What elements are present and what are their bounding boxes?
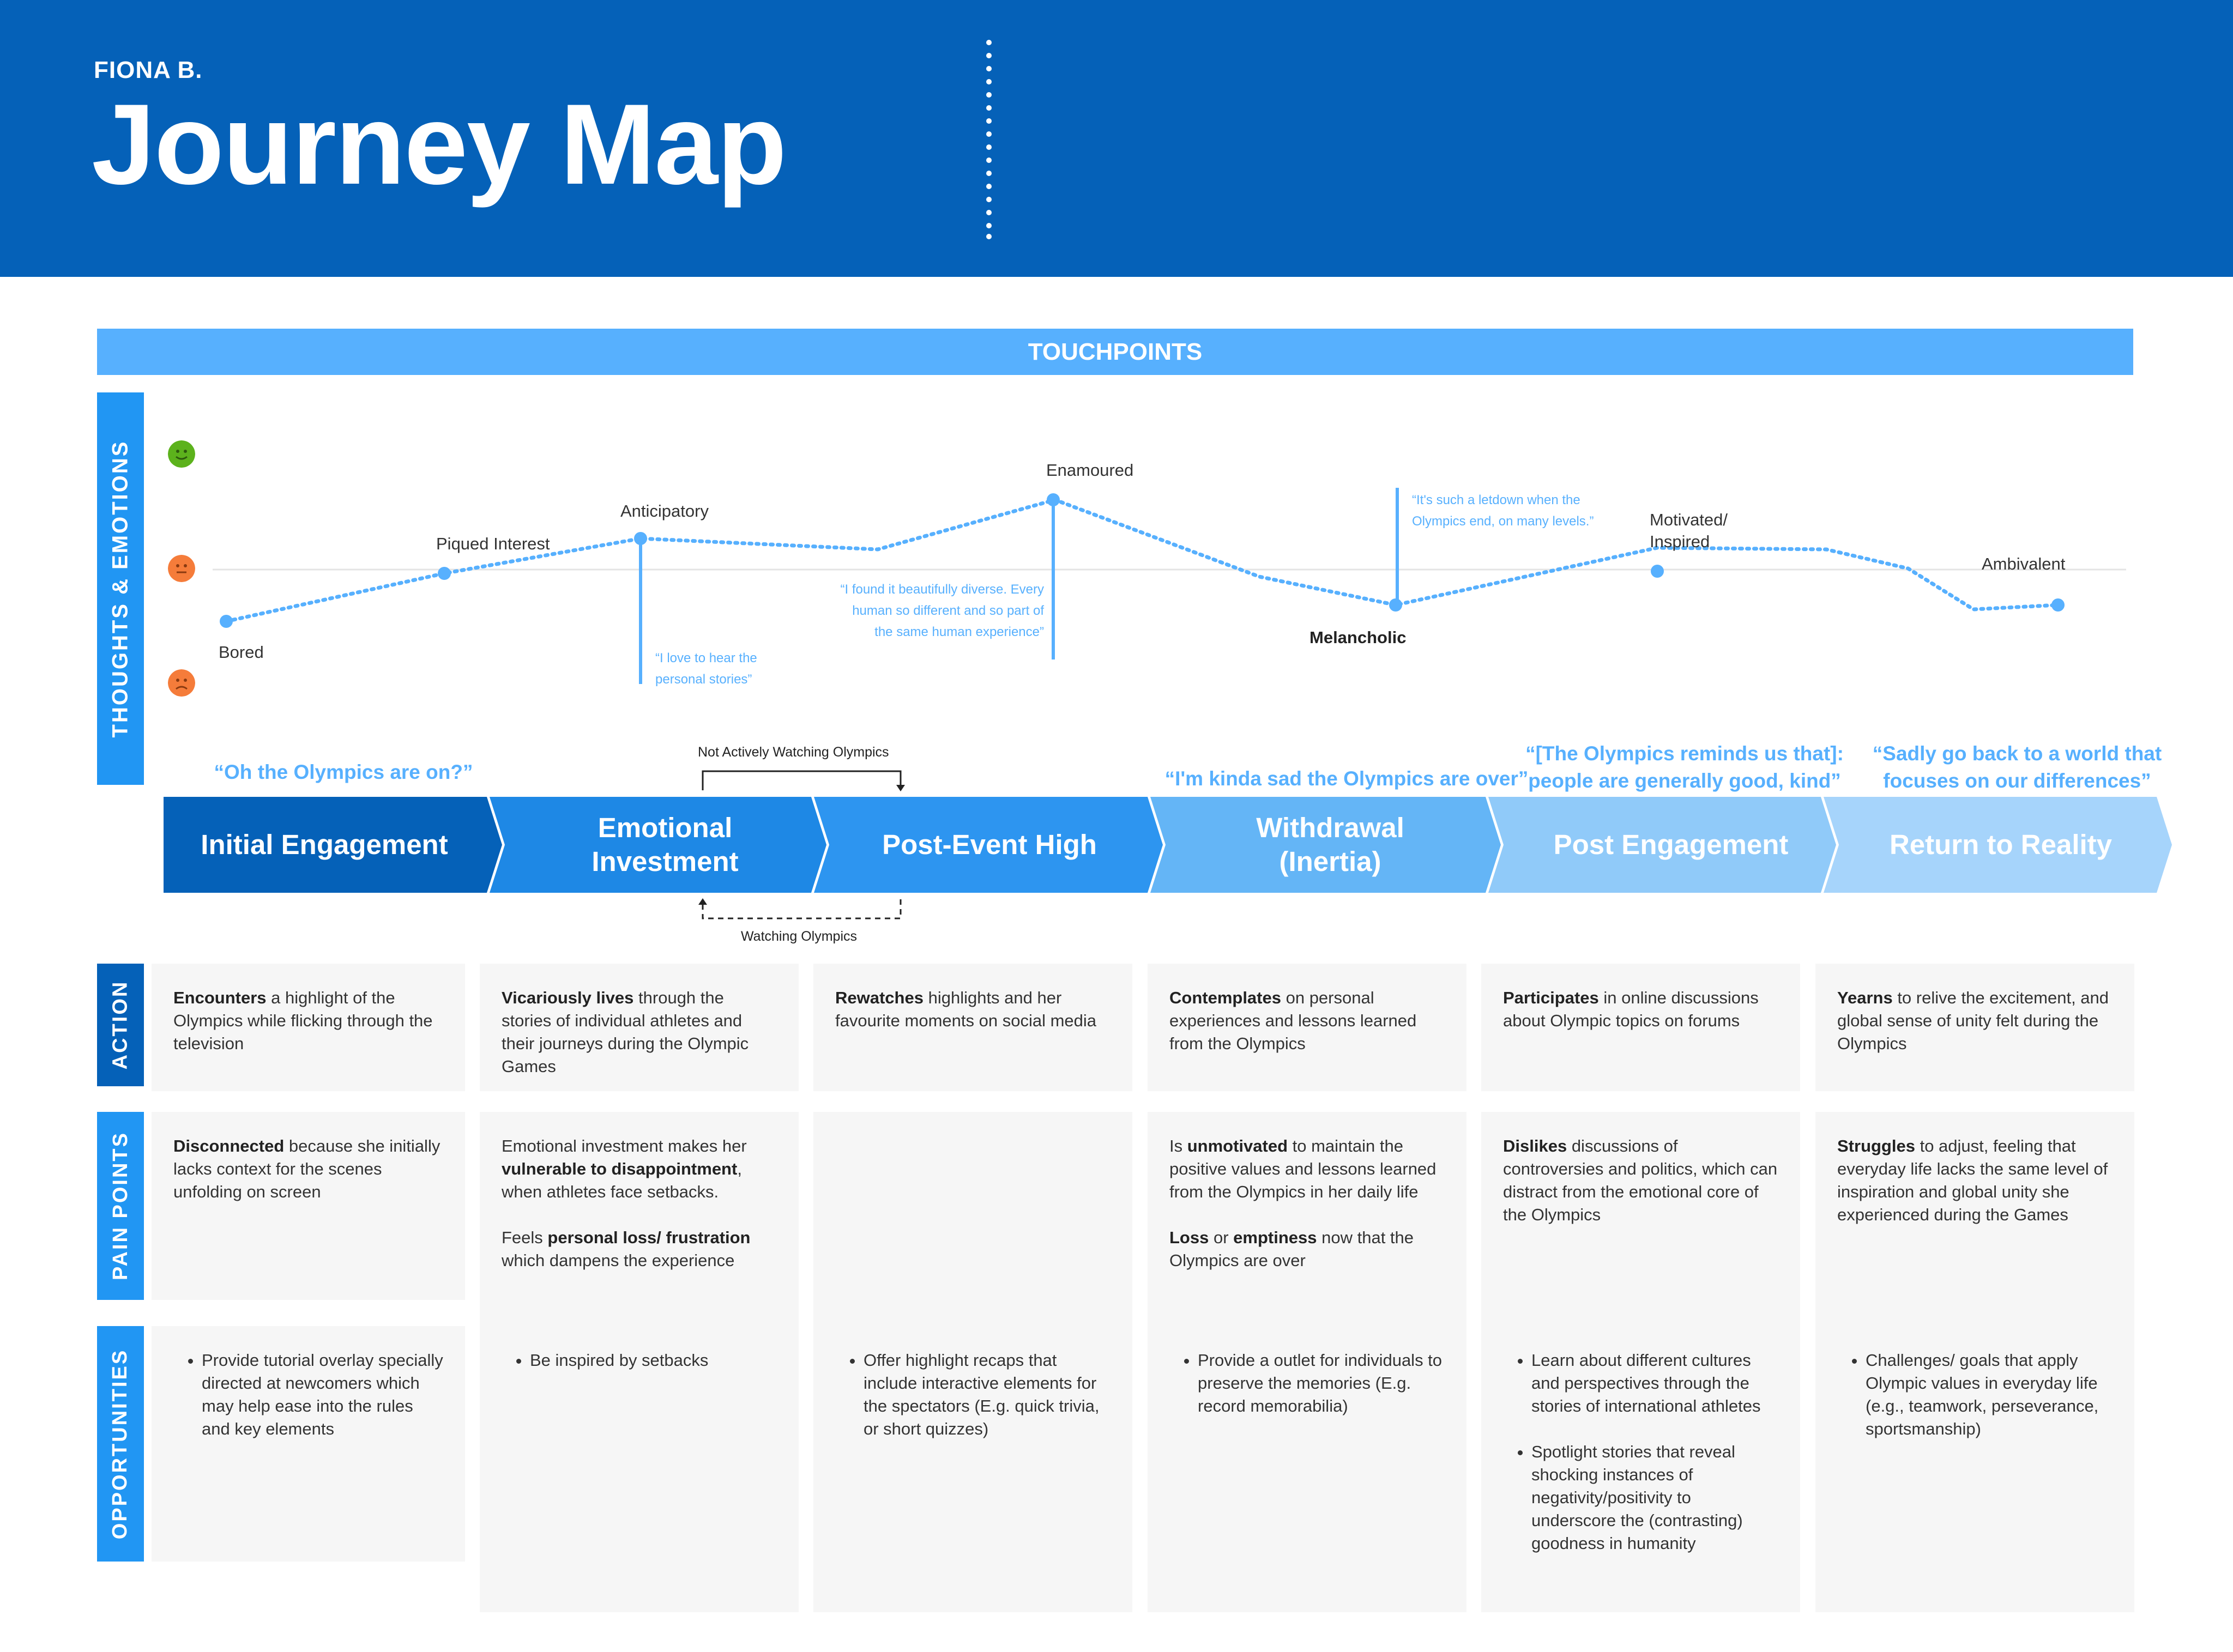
opportunity-item: Challenges/ goals that apply Olympic val… — [1866, 1349, 2113, 1441]
pain-text: to maintain the positive values and less… — [1169, 1136, 1437, 1201]
pain-text: discussions of controversies and politic… — [1503, 1136, 1778, 1224]
pain-text: Emotional investment makes her — [502, 1136, 747, 1155]
pain-text: , when athletes face setbacks. — [502, 1159, 742, 1201]
stage-return-to-reality: Return to Reality — [1889, 829, 2113, 860]
pain-cell-empty — [813, 1112, 1132, 1330]
opportunity-item: Be inspired by setbacks — [530, 1349, 777, 1372]
pain-text: which dampens the experience — [502, 1251, 735, 1270]
row-label-opportunities-text: OPPORTUNITIES — [108, 1348, 132, 1539]
action-text: to relive the excitement, and global sen… — [1837, 988, 2109, 1053]
action-verb: Rewatches — [835, 988, 924, 1007]
emotion-label: Motivated/ Inspired — [1650, 510, 1728, 551]
action-verb: Participates — [1503, 988, 1599, 1007]
sad-face-icon — [168, 669, 195, 697]
action-cell: Participates in online discussions about… — [1481, 964, 1800, 1091]
action-cell: Vicariously lives through the stories of… — [480, 964, 799, 1091]
pain-keyword: unmotivated — [1187, 1136, 1288, 1155]
emotion-label: Enamoured — [1046, 461, 1134, 480]
transition-label-bottom: Watching Olympics — [741, 929, 858, 944]
action-cell: Contemplates on personal experiences and… — [1148, 964, 1466, 1091]
stage-quote: “Sadly go back to a world that focuses o… — [1872, 742, 2162, 792]
opportunity-cell: Offer highlight recaps that include inte… — [813, 1326, 1132, 1612]
stage-withdrawal: Withdrawal (Inertia) — [1256, 812, 1404, 877]
stage-post-engagement: Post Engagement — [1553, 829, 1789, 860]
dotted-divider — [986, 40, 992, 239]
pain-cell: Disconnected because she initially lacks… — [152, 1112, 465, 1300]
pain-keyword: Loss — [1169, 1228, 1209, 1247]
pain-cell: Is unmotivated to maintain the positive … — [1148, 1112, 1466, 1330]
action-cell: Rewatches highlights and her favourite m… — [813, 964, 1132, 1091]
pain-text: now that the Olympics are over — [1169, 1228, 1414, 1270]
row-label-opportunities: OPPORTUNITIES — [97, 1326, 144, 1562]
page-title: Journey Map — [92, 80, 787, 208]
opportunity-cell: Be inspired by setbacks — [480, 1326, 799, 1612]
opportunity-cell: Challenges/ goals that apply Olympic val… — [1815, 1326, 2134, 1612]
row-label-action-text: ACTION — [108, 980, 132, 1070]
pain-text: Feels — [502, 1228, 548, 1247]
pain-text: because she initially lacks context for … — [173, 1136, 440, 1201]
row-label-thoughts: THOUGHTS & EMOTIONS — [97, 392, 144, 785]
emotion-label: Piqued Interest — [436, 534, 550, 553]
transition-bracket-bottom — [698, 898, 902, 919]
transition-bracket-top — [702, 770, 905, 791]
opportunity-cell: Provide a outlet for individuals to pres… — [1148, 1326, 1466, 1612]
pain-keyword: emptiness — [1233, 1228, 1317, 1247]
opportunity-cell: Provide tutorial overlay specially direc… — [152, 1326, 465, 1562]
action-text: highlights and her favourite moments on … — [835, 988, 1097, 1030]
opportunity-item: Learn about different cultures and persp… — [1531, 1349, 1778, 1418]
action-verb: Vicariously lives — [502, 988, 634, 1007]
pain-text: or — [1209, 1228, 1234, 1247]
action-text: in online discussions about Olympic topi… — [1503, 988, 1759, 1030]
pain-cell: Struggles to adjust, feeling that everyd… — [1815, 1112, 2134, 1330]
stage-quote: “Oh the Olympics are on?” — [214, 761, 473, 783]
action-verb: Contemplates — [1169, 988, 1281, 1007]
action-text: through the stories of individual athlet… — [502, 988, 749, 1076]
persona-name: FIONA B. — [94, 57, 203, 83]
opportunity-item: Provide tutorial overlay specially direc… — [202, 1349, 443, 1441]
emotion-label: Anticipatory — [620, 501, 709, 521]
pain-text: to adjust, feeling that everyday life la… — [1837, 1136, 2108, 1224]
opportunity-item: Spotlight stories that reveal shocking i… — [1531, 1441, 1778, 1555]
emotion-label: Ambivalent — [1982, 554, 2066, 573]
action-verb: Encounters — [173, 988, 267, 1007]
stage-chevrons — [164, 797, 2172, 893]
opportunity-item: Offer highlight recaps that include inte… — [864, 1349, 1111, 1441]
emotion-quote: “I found it beautifully diverse. Every h… — [840, 582, 1044, 639]
pain-keyword: Dislikes — [1503, 1136, 1567, 1155]
pain-text: Is — [1169, 1136, 1187, 1155]
stage-quote: “[The Olympics reminds us that]: people … — [1525, 742, 1844, 792]
emotion-label: Bored — [219, 643, 264, 662]
opportunity-cell: Learn about different cultures and persp… — [1481, 1326, 1800, 1612]
action-cell: Encounters a highlight of the Olympics w… — [152, 964, 465, 1091]
action-text: a highlight of the Olympics while flicki… — [173, 988, 433, 1053]
row-label-pain: PAIN POINTS — [97, 1112, 144, 1300]
pain-keyword: personal loss/ frustration — [547, 1228, 751, 1247]
row-label-action: ACTION — [97, 964, 144, 1086]
happy-face-icon — [168, 440, 195, 468]
emotion-label: Melancholic — [1309, 628, 1407, 647]
pain-cell: Dislikes discussions of controversies an… — [1481, 1112, 1800, 1330]
stage-post-event-high: Post-Event High — [882, 829, 1097, 860]
action-verb: Yearns — [1837, 988, 1893, 1007]
neutral-face-icon — [168, 555, 195, 582]
pain-keyword: vulnerable to disappointment — [502, 1159, 738, 1178]
action-text: on personal experiences and lessons lear… — [1169, 988, 1417, 1053]
pain-keyword: Struggles — [1837, 1136, 1915, 1155]
opportunity-item: Provide a outlet for individuals to pres… — [1198, 1349, 1445, 1418]
pain-cell: Emotional investment makes her vulnerabl… — [480, 1112, 799, 1330]
emotion-quote: “It's such a letdown when the Olympics e… — [1412, 493, 1594, 529]
stage-quote: “I'm kinda sad the Olympics are over” — [1164, 767, 1529, 790]
transition-label-top: Not Actively Watching Olympics — [698, 745, 889, 760]
action-cell: Yearns to relive the excitement, and glo… — [1815, 964, 2134, 1091]
stage-emotional-investment: Emotional Investment — [592, 812, 739, 877]
touchpoints-bar: TOUCHPOINTS — [97, 329, 2133, 375]
pain-keyword: Disconnected — [173, 1136, 285, 1155]
emotion-quote: “I love to hear the personal stories” — [655, 651, 757, 687]
stage-initial-engagement: Initial Engagement — [201, 829, 448, 860]
emotion-curve — [213, 488, 2126, 684]
row-label-pain-text: PAIN POINTS — [108, 1131, 132, 1280]
header-banner — [0, 0, 2233, 277]
